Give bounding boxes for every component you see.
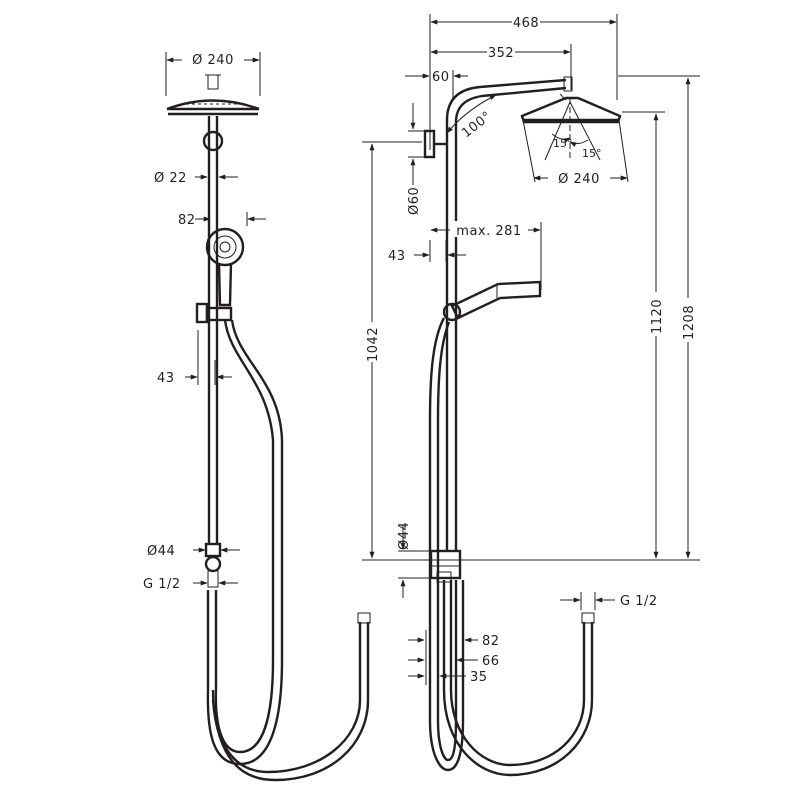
side-height-dims: 1042 1120 1208 — [362, 75, 700, 561]
front-head-shower — [166, 74, 260, 116]
front-head-diameter-dim: Ø 240 — [165, 51, 261, 96]
side-arm-angle: 100° — [446, 94, 497, 141]
side-depth-82-label: 82 — [482, 634, 500, 649]
side-depth-dims: 82 66 35 — [408, 630, 500, 685]
front-ball-joint — [202, 130, 224, 152]
side-thread-dim: G 1/2 — [560, 592, 658, 610]
side-height-1208-label: 1208 — [682, 305, 697, 340]
front-mixer-diameter-dim: Ø44 — [147, 544, 240, 559]
side-arm-angle-label: 100° — [459, 109, 494, 141]
front-pipe-diameter-dim: Ø 22 — [154, 171, 238, 186]
front-hand-shower — [205, 227, 245, 307]
side-height-1120-label: 1120 — [650, 299, 665, 334]
front-head-diameter-label: Ø 240 — [192, 53, 234, 68]
side-handshower-reach-dim: max. 281 — [430, 221, 542, 290]
side-pipe-offset-dim: 43 — [388, 240, 466, 264]
front-handshower-width-dim: 82 — [178, 212, 266, 228]
side-height-1042-label: 1042 — [366, 327, 381, 362]
side-reach-dims: 468 352 60 — [405, 13, 618, 150]
front-handshower-width-label: 82 — [178, 213, 196, 228]
side-total-reach-label: 468 — [513, 16, 539, 31]
side-head-diameter-dim: Ø 240 — [533, 169, 628, 187]
side-hand-shower — [442, 280, 542, 322]
side-hose — [428, 317, 595, 777]
front-view: Ø 240 Ø 22 82 — [143, 51, 371, 782]
front-thread-label: G 1/2 — [143, 577, 181, 592]
side-wall-bracket — [423, 129, 446, 159]
side-arm-reach-label: 352 — [488, 46, 514, 61]
side-bracket-diameter-label: Ø60 — [407, 187, 422, 215]
front-slider-offset-dim: 43 — [157, 330, 232, 386]
side-bottom-diameter-dim: Ø44 — [397, 522, 430, 598]
front-thread-dim: G 1/2 — [143, 577, 238, 592]
side-head-shower: 15° 15° — [520, 93, 629, 183]
side-bottom-diameter-label: Ø44 — [397, 522, 412, 550]
side-bracket-diameter-dim: Ø60 — [407, 103, 424, 215]
side-thread-label: G 1/2 — [620, 594, 658, 609]
side-pipe-offset-label: 43 — [388, 249, 406, 264]
side-depth-66-label: 66 — [482, 654, 500, 669]
side-wall-offset-label: 60 — [432, 70, 450, 85]
side-head-diameter-label: Ø 240 — [558, 172, 600, 187]
side-tilt-left-label: 15° — [553, 137, 573, 150]
side-view: 468 352 60 Ø60 — [362, 13, 700, 777]
front-mixer — [204, 542, 222, 588]
front-slider-offset-label: 43 — [157, 371, 175, 386]
side-mixer — [429, 549, 462, 583]
front-pipe-diameter-label: Ø 22 — [154, 171, 187, 186]
front-mixer-diameter-label: Ø44 — [147, 544, 175, 559]
front-slider — [195, 302, 233, 324]
side-tilt-right-label: 15° — [582, 147, 602, 160]
front-hose — [206, 319, 371, 782]
side-depth-35-label: 35 — [470, 670, 488, 685]
front-riser-pipe — [207, 116, 219, 545]
side-handshower-reach-label: max. 281 — [456, 224, 521, 239]
